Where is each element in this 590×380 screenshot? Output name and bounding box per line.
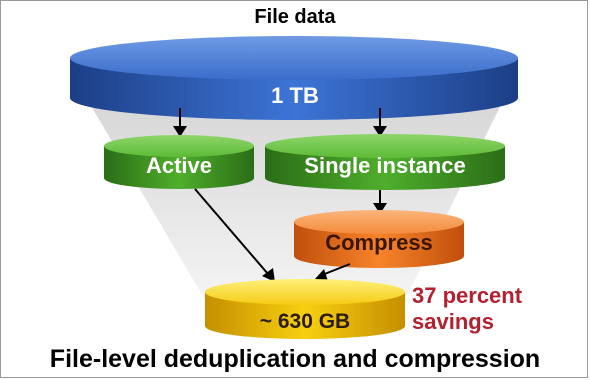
single-instance-label: Single instance [304,153,466,178]
arrow-active-to-result [194,188,275,282]
arrow-to-single-instance [373,108,387,137]
compress-disk [294,210,464,268]
active-disk [104,135,254,189]
arrow-to-active [173,108,187,137]
active-label: Active [145,153,213,178]
source-volume-label: 1 TB [271,83,319,108]
diagram-title: File data [254,6,336,28]
source-disk [70,36,518,120]
single-instance-disk [265,134,505,190]
savings-percent-label: 37 percent [412,283,523,308]
savings-word-label: savings [412,309,494,334]
compress-label: Compress [325,230,433,255]
arrow-compress-to-result [315,263,351,281]
diagram-caption: File-level deduplication and compression [49,345,541,373]
arrow-to-compress [373,190,387,214]
result-disk [205,279,405,339]
result-volume-label: ~ 630 GB [259,310,351,333]
